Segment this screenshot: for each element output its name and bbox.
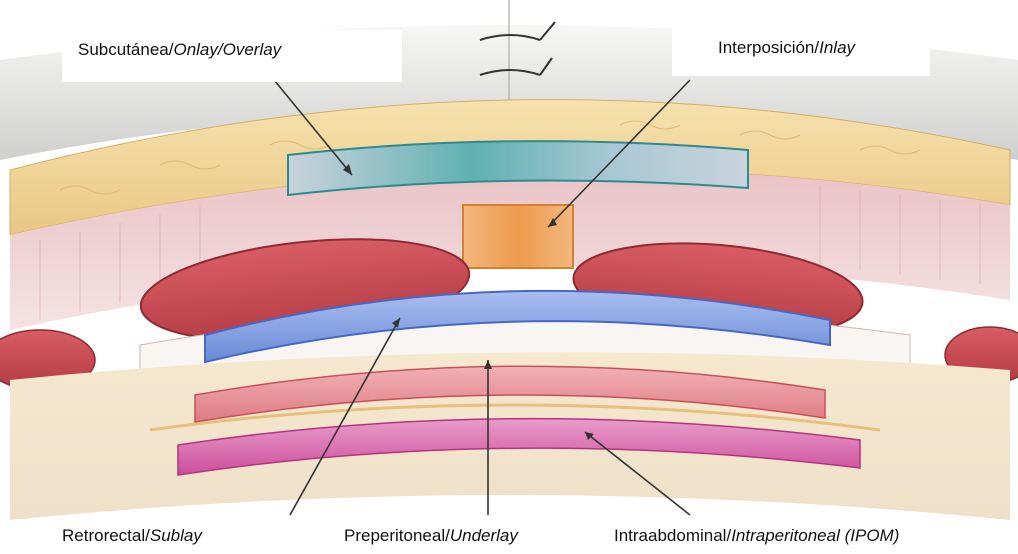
label-retrorectal: Retrorectal/Sublay bbox=[62, 526, 202, 546]
label-intraabdominal: Intraabdominal/Intraperitoneal (IPOM) bbox=[614, 526, 899, 546]
label-preperitoneal: Preperitoneal/Underlay bbox=[344, 526, 518, 546]
inlay-mesh bbox=[463, 205, 573, 268]
label-subcutanea: Subcutánea/Onlay/Overlay bbox=[78, 40, 281, 60]
label-interposicion: Interposición/Inlay bbox=[718, 38, 855, 58]
